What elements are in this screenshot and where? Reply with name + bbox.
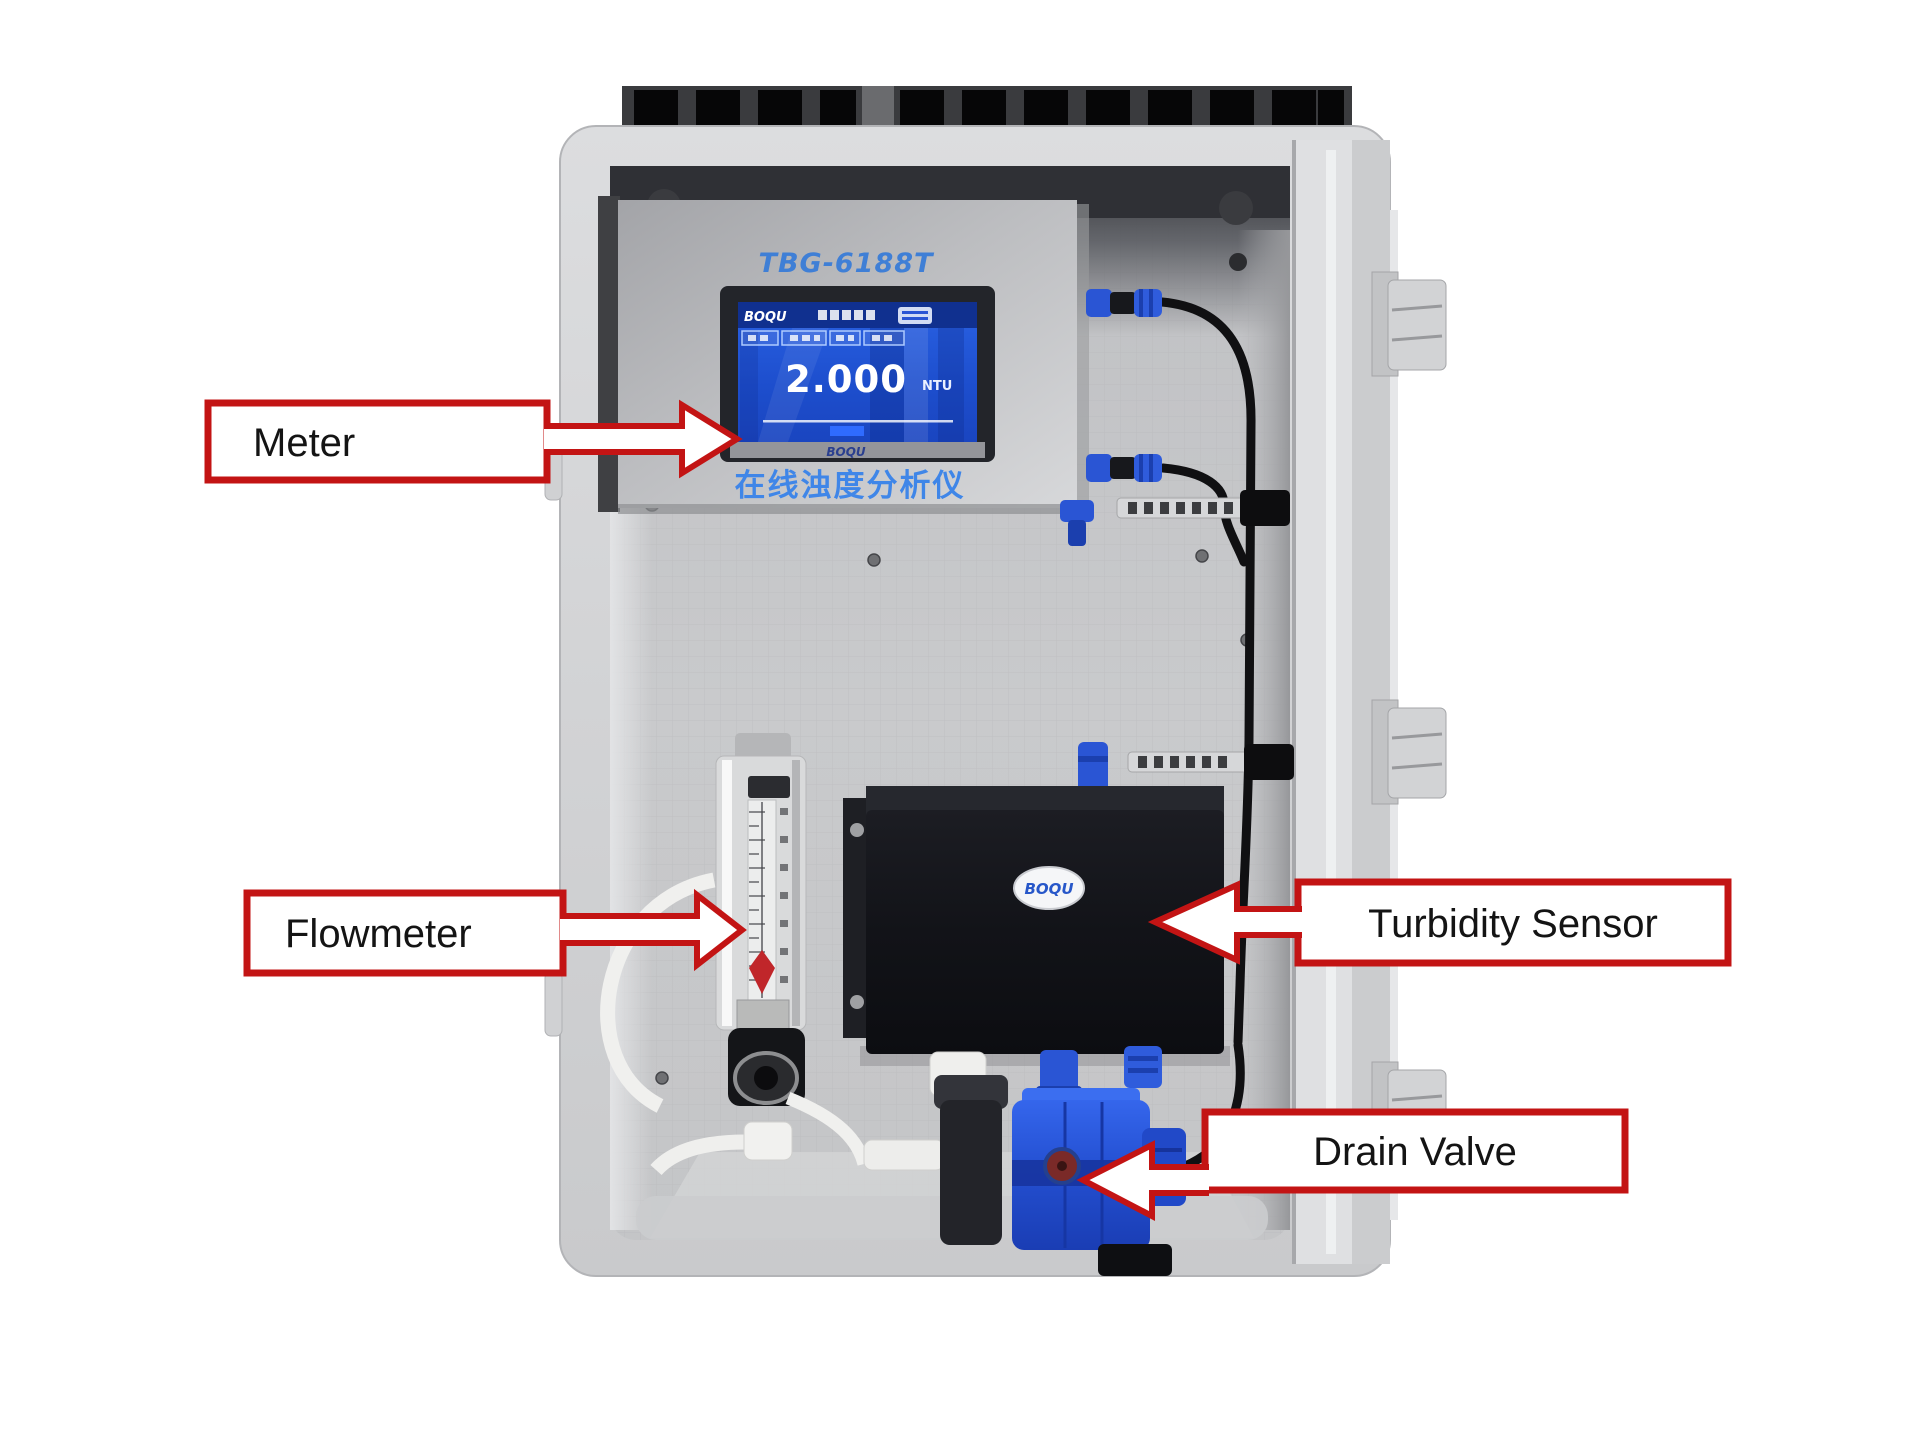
flowmeter-scale-numbers	[780, 808, 788, 983]
lcd-reading-value: 2.000	[785, 358, 907, 401]
brand-logo-chin: BOQU	[826, 445, 866, 459]
hinge-latch-middle	[1371, 699, 1447, 805]
tubing-outlet	[785, 1091, 871, 1166]
callout-meter-box	[204, 399, 551, 484]
white-horizontal-pipe	[863, 1139, 945, 1171]
callout-turbidity-box	[1294, 878, 1732, 967]
callout-drain-box	[1201, 1108, 1629, 1194]
white-fitting	[743, 1121, 793, 1161]
meter-screen: BOQU BOQU	[720, 286, 995, 462]
meter-product-name-cn: 在线浊度分析仪	[735, 468, 966, 504]
screen-chin	[730, 442, 985, 458]
blue-fitting-upper	[1060, 500, 1094, 546]
lcd-display: BOQU	[738, 302, 977, 442]
lcd-reading-unit: NTU	[922, 379, 952, 394]
callout-flowmeter-label: Flowmeter	[285, 912, 472, 956]
flowmeter-valve-knob	[728, 1028, 805, 1106]
lcd-menu-glyphs	[748, 335, 892, 341]
brand-logo-screen: BOQU	[744, 310, 787, 325]
flowmeter-scale-header	[748, 776, 790, 798]
sensor-housing	[866, 810, 1224, 1054]
flowmeter-top-fitting	[735, 733, 791, 761]
brand-badge-oval	[1013, 866, 1085, 910]
callout-drain-valve: Drain Valve	[1076, 1108, 1629, 1221]
tubing-left	[650, 1134, 746, 1176]
flowmeter-float	[749, 950, 775, 994]
callout-drain-arrow	[1076, 1140, 1209, 1221]
valve-foot	[1098, 1244, 1172, 1276]
callout-meter: Meter	[204, 399, 743, 484]
meter-device: TBG-6188T BOQU BOQU	[598, 196, 1089, 514]
hinge-latch-top	[1371, 271, 1447, 377]
lcd-status-icon	[898, 307, 932, 324]
brand-logo-sensor: BOQU	[1024, 880, 1073, 898]
callout-turbidity-label: Turbidity Sensor	[1368, 902, 1658, 946]
blue-pipe-connector	[1040, 1050, 1078, 1094]
callout-flowmeter-arrow	[560, 888, 747, 972]
cable-connector-top	[1086, 289, 1162, 317]
blue-fitting-lower	[1078, 742, 1108, 792]
callout-drain-label: Drain Valve	[1313, 1130, 1517, 1174]
lcd-header-title-glyphs	[818, 310, 875, 320]
flowmeter-bottom-nut	[736, 999, 790, 1031]
cable-tie-bottom	[1127, 744, 1294, 780]
callouts: Meter Flowmeter Turbidity Sensor Drain V…	[204, 399, 1732, 1221]
callout-meter-label: Meter	[253, 421, 355, 465]
gray-fitting-body	[940, 1100, 1002, 1245]
callout-turbidity-arrow	[1147, 880, 1302, 965]
meter-model-label: TBG-6188T	[759, 248, 936, 279]
flowmeter-device	[600, 733, 871, 1176]
callout-turbidity-sensor: Turbidity Sensor	[1147, 878, 1732, 967]
lcd-bottom-banner	[830, 426, 864, 436]
blue-pipe-connector-2	[1124, 1046, 1162, 1088]
corner-standoff	[1219, 191, 1253, 225]
cable-tie-top	[1116, 490, 1290, 526]
cable-connector-bottom	[1086, 454, 1162, 482]
callout-flowmeter: Flowmeter	[243, 888, 747, 977]
meter-left-shadow	[598, 196, 620, 512]
left-hinge-tab	[544, 971, 563, 1037]
tubing-loop	[600, 872, 716, 1113]
callout-meter-arrow	[544, 399, 743, 479]
